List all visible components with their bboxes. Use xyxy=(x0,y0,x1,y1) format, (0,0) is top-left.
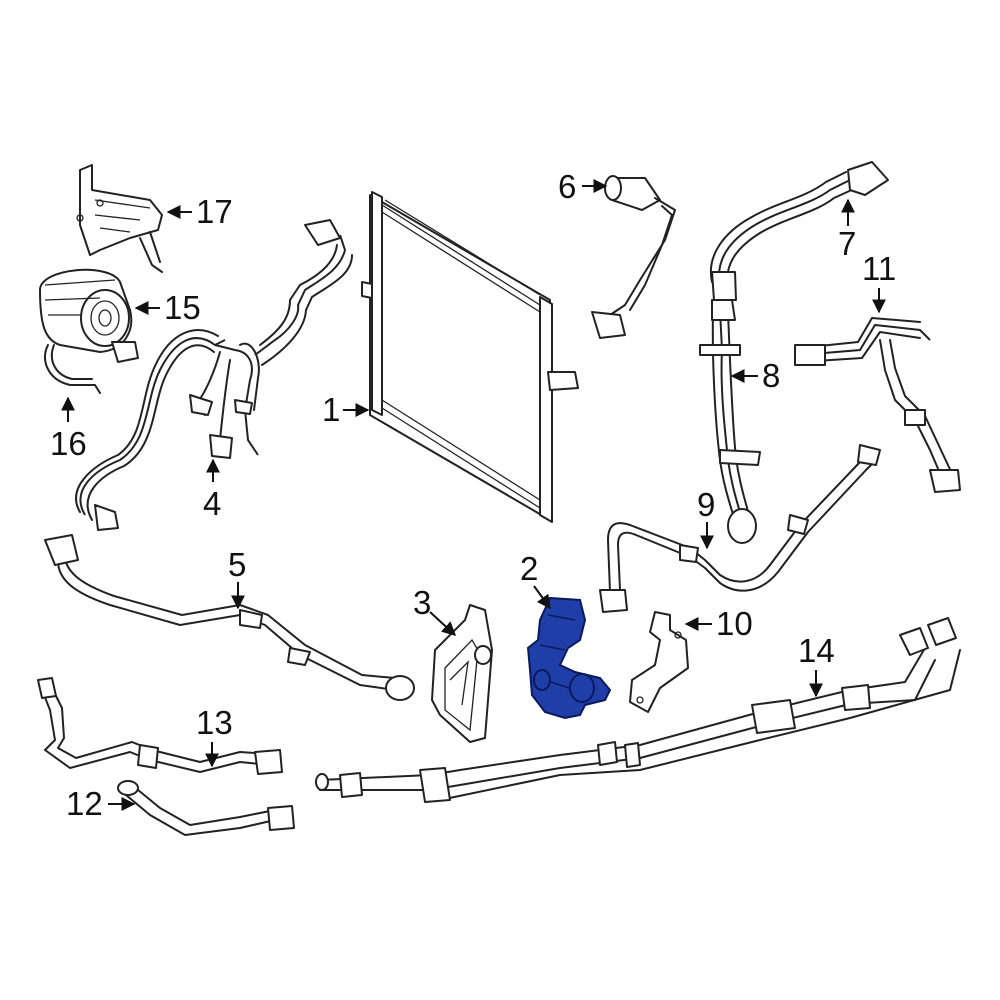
callout-8: 8 xyxy=(730,357,780,394)
callout-label-2: 2 xyxy=(520,550,538,587)
callout-label-17: 17 xyxy=(196,193,233,230)
callout-3: 3 xyxy=(413,584,457,636)
callout-label-1: 1 xyxy=(322,391,340,428)
callout-2: 2 xyxy=(520,550,551,610)
part-9-line[interactable] xyxy=(599,444,881,613)
callout-16: 16 xyxy=(50,396,87,462)
part-8-hose[interactable] xyxy=(699,299,761,544)
callout-13: 13 xyxy=(196,704,233,768)
callout-15: 15 xyxy=(134,289,201,326)
part-11-hose[interactable] xyxy=(794,317,961,493)
part-14-line[interactable] xyxy=(315,617,961,803)
callout-label-16: 16 xyxy=(50,425,87,462)
callout-9: 9 xyxy=(697,486,715,550)
callout-label-10: 10 xyxy=(716,605,753,642)
part-15-pump[interactable] xyxy=(39,268,139,363)
callout-4: 4 xyxy=(203,458,221,522)
part-5-hose[interactable] xyxy=(44,534,415,701)
callout-label-12: 12 xyxy=(66,785,103,822)
callout-14: 14 xyxy=(798,632,835,698)
part-6-hose[interactable] xyxy=(591,175,676,339)
part-13-hose[interactable] xyxy=(37,677,283,775)
callout-label-3: 3 xyxy=(413,584,431,621)
callout-6: 6 xyxy=(558,168,608,205)
part-2-valve[interactable] xyxy=(526,596,612,720)
part-4-hose[interactable] xyxy=(75,219,353,531)
callout-label-11: 11 xyxy=(862,250,896,287)
callout-label-8: 8 xyxy=(762,357,780,394)
callout-label-14: 14 xyxy=(798,632,835,669)
callout-7: 7 xyxy=(838,198,856,262)
callout-label-7: 7 xyxy=(838,225,856,262)
callout-12: 12 xyxy=(66,785,136,822)
callout-1: 1 xyxy=(322,391,370,428)
callout-17: 17 xyxy=(166,193,233,230)
callout-label-4: 4 xyxy=(203,485,221,522)
part-1-radiator[interactable] xyxy=(361,191,579,523)
callout-label-15: 15 xyxy=(164,289,201,326)
callout-10: 10 xyxy=(684,605,753,642)
callout-label-5: 5 xyxy=(228,546,246,583)
callout-label-6: 6 xyxy=(558,168,576,205)
part-3-shield[interactable] xyxy=(431,604,493,743)
part-10-bracket[interactable] xyxy=(629,611,689,713)
callout-11: 11 xyxy=(862,250,896,314)
callout-label-9: 9 xyxy=(697,486,715,523)
part-16-clamp[interactable] xyxy=(43,344,101,394)
part-7-hose[interactable] xyxy=(709,161,889,301)
callout-5: 5 xyxy=(228,546,246,610)
part-12-hose[interactable] xyxy=(117,780,295,836)
part-17-bracket[interactable] xyxy=(76,164,163,273)
callout-label-13: 13 xyxy=(196,704,233,741)
